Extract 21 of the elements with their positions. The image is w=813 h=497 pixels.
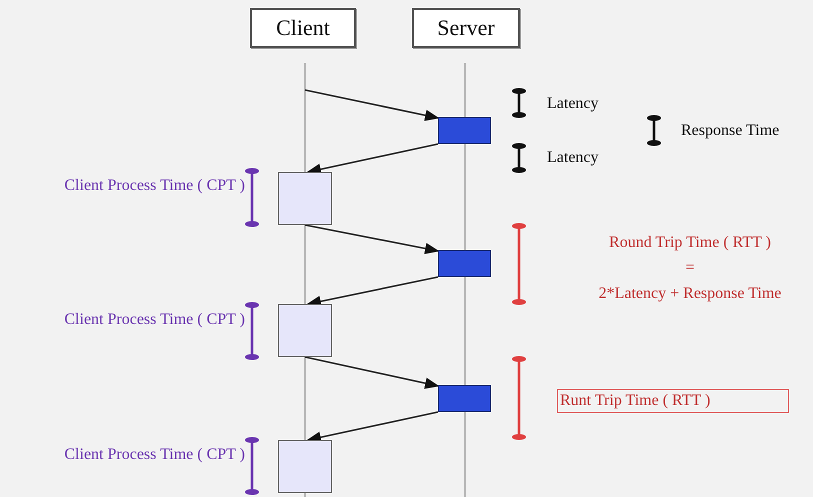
latency-label: Latency: [547, 150, 599, 166]
latency-label: Latency: [547, 96, 599, 112]
note-box: Runt Trip Time ( RTT ): [557, 389, 789, 413]
process-box: [278, 440, 332, 493]
processing-bar: [438, 250, 491, 277]
message-arrow: [306, 143, 438, 175]
process-box: [278, 172, 332, 225]
equals-sign: =: [685, 260, 695, 276]
message-arrow: [304, 224, 440, 254]
process-box: [278, 304, 332, 357]
rtt-label: Round Trip Time ( RTT ): [609, 235, 771, 251]
message-arrow: [306, 276, 438, 307]
processing-bar: [438, 117, 491, 144]
rtt-formula: 2*Latency + Response Time: [598, 286, 782, 302]
message-arrow: [304, 89, 440, 121]
message-arrow: [304, 356, 440, 389]
processing-bar: [438, 385, 491, 412]
lifeline-header: Server: [412, 8, 520, 48]
response-time-label: Response Time: [681, 123, 780, 139]
lifeline-header: Client: [250, 8, 356, 48]
message-arrow: [306, 411, 438, 443]
